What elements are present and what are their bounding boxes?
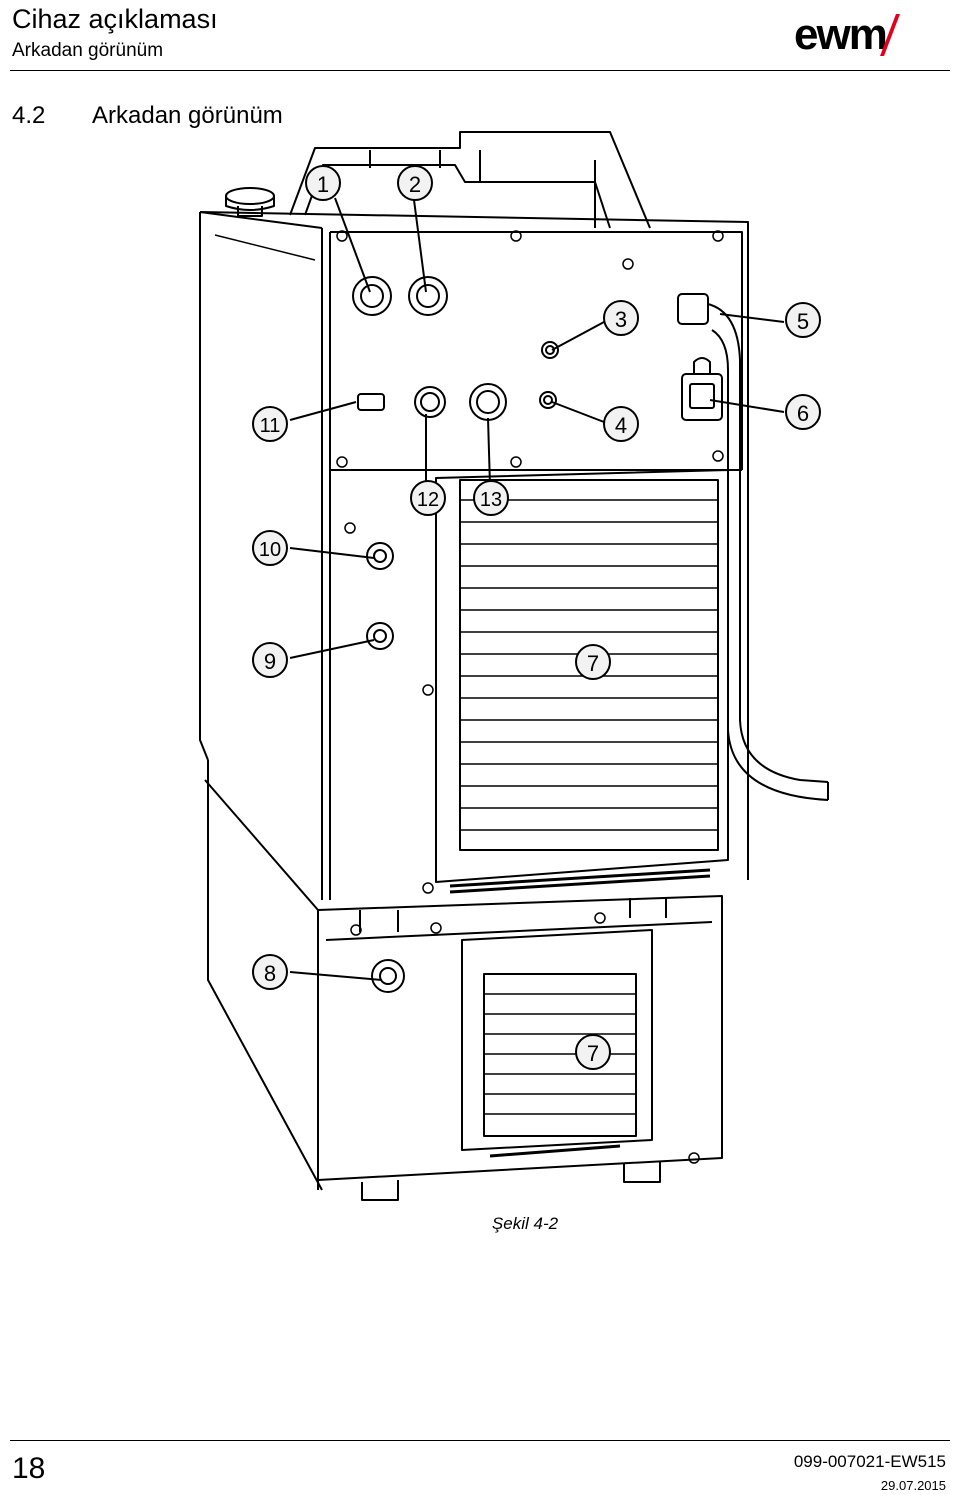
control-sockets: [352, 276, 448, 316]
svg-text:13: 13: [480, 489, 502, 511]
upper-housing: [199, 211, 749, 900]
callout-13: 13: [473, 480, 509, 516]
multi-pin-sockets: [414, 383, 507, 421]
svg-text:5: 5: [797, 309, 809, 334]
document-date: 29.07.2015: [880, 1478, 946, 1493]
carry-handle: [289, 131, 651, 229]
gas-sockets-upper: [366, 542, 394, 650]
header-divider: [10, 70, 950, 71]
figure-caption: Şekil 4-2: [491, 1214, 559, 1233]
svg-text:ewm: ewm: [794, 12, 886, 58]
power-connector: [681, 357, 723, 421]
callout-9: 9: [252, 642, 288, 678]
mains-cable: [677, 293, 829, 801]
callout-leaders: [289, 197, 785, 981]
svg-text:12: 12: [417, 489, 439, 511]
svg-text:8: 8: [264, 961, 276, 986]
svg-text:6: 6: [797, 401, 809, 426]
svg-text:3: 3: [615, 307, 627, 332]
upper-grille: [435, 469, 729, 894]
section-title: Arkadan görünüm: [92, 102, 283, 129]
page-header-title: Cihaz açıklaması: [12, 4, 218, 34]
callout-balloons: 1 2 3 4 5 6 7 8 9 10 11 12 13 7: [252, 165, 821, 1070]
top-knob: [225, 187, 275, 217]
page-header-subtitle: Arkadan görünüm: [12, 40, 164, 61]
section-number: 4.2: [12, 102, 46, 129]
svg-text:4: 4: [615, 413, 627, 438]
svg-text:2: 2: [409, 172, 421, 197]
page-number: 18: [12, 1452, 46, 1485]
callout-6: 6: [785, 394, 821, 430]
serial-port: [357, 393, 385, 411]
svg-text:10: 10: [259, 539, 281, 561]
callout-2: 2: [397, 165, 433, 201]
callout-5: 5: [785, 302, 821, 338]
svg-text:11: 11: [260, 415, 281, 437]
svg-text:9: 9: [264, 649, 276, 674]
footer-divider: [10, 1440, 950, 1441]
document-number: 099-007021-EW515: [793, 1452, 946, 1471]
callout-11: 11: [252, 406, 288, 442]
callout-12: 12: [410, 480, 446, 516]
callout-10: 10: [252, 530, 288, 566]
fuse-and-button: [539, 341, 559, 409]
svg-text:1: 1: [317, 172, 329, 197]
callout-8: 8: [252, 954, 288, 990]
callout-7-upper: 7: [575, 644, 611, 680]
callout-1: 1: [305, 165, 341, 201]
panel-screws: [336, 230, 724, 1164]
ewm-logo: ewm: [794, 12, 900, 58]
gas-socket-lower: [371, 959, 405, 993]
svg-text:7: 7: [587, 651, 599, 676]
device-rear-view-drawing: 1 2 3 4 5 6 7 8 9 10 11 12 13 7: [199, 131, 829, 1201]
callout-7-lower: 7: [575, 1034, 611, 1070]
callout-4: 4: [603, 406, 639, 442]
callout-3: 3: [603, 300, 639, 336]
lower-grille: [461, 929, 653, 1158]
lower-housing: [204, 760, 723, 1201]
svg-text:7: 7: [587, 1041, 599, 1066]
